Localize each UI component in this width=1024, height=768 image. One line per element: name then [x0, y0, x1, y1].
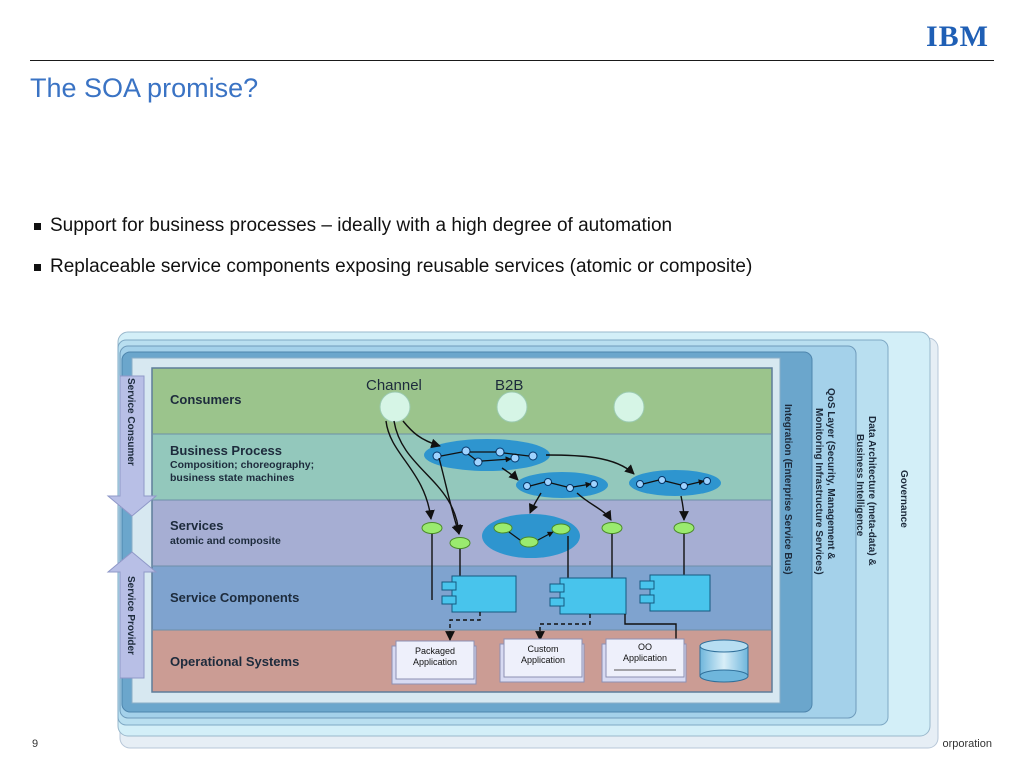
composite-service-ellipse — [482, 514, 580, 558]
layer-sublabel-services: atomic and composite — [170, 535, 281, 547]
channel-node — [379, 391, 411, 423]
layer-sublabel-business-process: Composition; choreography; — [170, 459, 314, 471]
layer-label-consumers: Consumers — [170, 392, 242, 407]
b2b-node — [496, 391, 528, 423]
governance-label: Governance — [898, 470, 909, 528]
service-node — [601, 522, 623, 534]
component-system-links — [445, 612, 677, 641]
bullet-marker-icon — [34, 223, 41, 230]
data-architecture-label-line2: Business Intelligence — [854, 434, 865, 537]
page-number: 9 — [32, 738, 39, 750]
process-ellipse — [516, 472, 608, 498]
layer-label-business-process: Business Process — [170, 443, 282, 458]
custom-application: Custom Application — [499, 638, 585, 683]
connection-arrows — [385, 420, 689, 600]
service-component — [639, 574, 711, 612]
service-node — [449, 537, 471, 549]
system-label-line1: OO — [638, 642, 652, 652]
bullet-item: Replaceable service components exposing … — [34, 255, 752, 279]
data-architecture-label-line1: Data Architecture (meta-data) & — [866, 416, 877, 566]
service-provider-arrow: Service Provider — [106, 551, 158, 679]
system-label-line2: Application — [521, 655, 565, 665]
b2b-label: B2B — [495, 377, 523, 394]
process-ellipse — [629, 470, 721, 496]
service-consumer-arrow: Service Consumer — [106, 375, 158, 517]
bullet-list: Support for business processes – ideally… — [34, 214, 752, 296]
channel-label: Channel — [366, 377, 422, 394]
qos-layer-label-line1: QoS Layer (Security, Management & — [825, 388, 836, 560]
layer-band-consumers — [152, 368, 772, 434]
process-ellipse — [424, 439, 550, 471]
page-title: The SOA promise? — [30, 73, 259, 103]
packaged-application: Packaged Application — [391, 640, 477, 685]
layer-label-operational-systems: Operational Systems — [170, 654, 299, 669]
ibm-logo: IBM — [926, 22, 996, 52]
copyright-text: orporation — [942, 738, 992, 750]
layer-sublabel-business-process-2: business state machines — [170, 472, 294, 484]
service-node — [673, 522, 695, 534]
bullet-item: Support for business processes – ideally… — [34, 214, 752, 238]
layer-label-service-components: Service Components — [170, 590, 299, 605]
consumer-node — [613, 391, 645, 423]
header-rule — [30, 60, 994, 61]
system-label-line2: Application — [623, 653, 667, 663]
service-provider-label: Service Provider — [125, 576, 136, 655]
service-node — [421, 522, 443, 534]
system-label-line2: Application — [413, 657, 457, 667]
service-consumer-label: Service Consumer — [125, 378, 136, 466]
integration-layer-label: Integration (Enterprise Service Bus) — [782, 404, 793, 575]
system-label-line1: Custom — [527, 644, 558, 654]
database-icon — [699, 639, 749, 683]
oo-application: OO Application — [601, 638, 687, 683]
bullet-marker-icon — [34, 264, 41, 271]
service-component — [441, 575, 517, 613]
service-component — [549, 577, 627, 615]
layer-label-services: Services — [170, 518, 224, 533]
system-label-line1: Packaged — [415, 646, 455, 656]
qos-layer-label-line2: Monitoring Infrastructure Services) — [813, 408, 824, 575]
